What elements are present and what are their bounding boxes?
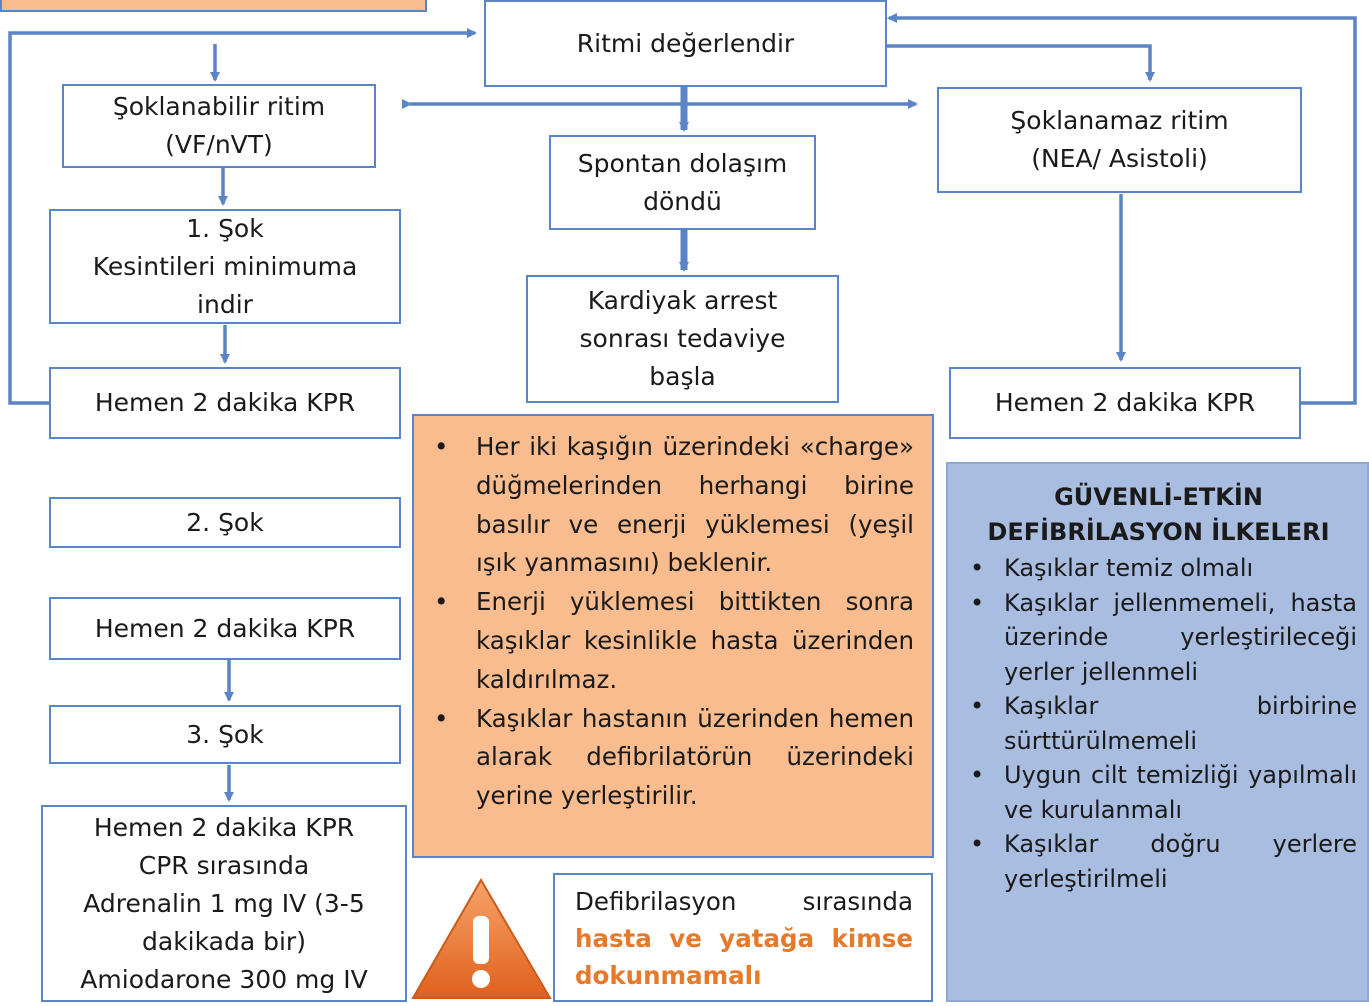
post-arrest-line1: Kardiyak arrest <box>587 286 778 315</box>
cpr-drugs-line2: CPR sırasında <box>138 850 310 880</box>
warning-text-highlight: hasta ve yatağa kimse dokunmamalı <box>575 924 913 990</box>
shockable-rhythm-line2: (VF/nVT) <box>165 130 273 159</box>
arrow-to-soklanamaz <box>884 44 1155 82</box>
nonshockable-rhythm-line1: Şoklanamaz ritim <box>1010 106 1229 135</box>
safety-principles-list: Kaşıklar temiz olmalı Kaşıklar jellenmem… <box>960 551 1357 896</box>
cpr-left-2-box: Hemen 2 dakika KPR <box>49 597 401 660</box>
cpr-left-label: Hemen 2 dakika KPR <box>94 388 356 417</box>
warning-triangle-icon <box>411 878 552 999</box>
first-shock-line1: 1. Şok <box>186 213 264 243</box>
cpr-left-box: Hemen 2 dakika KPR <box>49 367 401 439</box>
safety-title-line1: GÜVENLİ-ETKİN <box>1054 483 1263 511</box>
assess-rhythm-label: Ritmi değerlendir <box>576 28 795 58</box>
first-shock-line3: indir <box>197 289 253 319</box>
safety-title-line2: DEFİBRİLASYON İLKELERI <box>987 517 1330 546</box>
nonshockable-rhythm-line2: (NEA/ Asistoli) <box>1031 144 1208 173</box>
cpr-drugs-line3: Adrenalin 1 mg IV (3-5 <box>83 888 365 918</box>
rosc-line2: döndü <box>643 186 722 216</box>
charge-instructions-list: Her iki kaşığın üzerindeki «charge» düğm… <box>430 428 914 816</box>
shockable-rhythm-box: Şoklanabilir ritim (VF/nVT) <box>62 84 376 168</box>
rosc-box: Spontan dolaşım döndü <box>549 135 816 230</box>
charge-instructions-panel: Her iki kaşığın üzerindeki «charge» düğm… <box>412 414 934 858</box>
list-item: Kaşıklar birbirine sürttürülmemeli <box>960 689 1357 758</box>
post-arrest-line3: başla <box>649 362 716 391</box>
cpr-left-2-label: Hemen 2 dakika KPR <box>94 613 356 643</box>
rosc-line1: Spontan dolaşım <box>577 148 788 178</box>
cpr-drugs-line1: Hemen 2 dakika KPR <box>93 812 355 842</box>
third-shock-label: 3. Şok <box>186 719 264 749</box>
post-arrest-line2: sonrası tedaviye <box>579 324 786 353</box>
safety-principles-title: GÜVENLİ-ETKİN DEFİBRİLASYON İLKELERI <box>960 480 1357 549</box>
first-shock-box: 1. Şok Kesintileri minimuma indir <box>49 209 401 324</box>
loop-right-kpr-to-ritmi <box>887 13 1357 405</box>
cpr-drugs-line5: Amiodarone 300 mg IV <box>80 964 368 994</box>
third-shock-box: 3. Şok <box>49 705 401 764</box>
top-left-panel-edge <box>0 0 427 12</box>
nonshockable-rhythm-box: Şoklanamaz ritim (NEA/ Asistoli) <box>937 87 1302 193</box>
assess-rhythm-box: Ritmi değerlendir <box>484 0 887 87</box>
list-item: Kaşıklar jellenmemeli, hasta üzerinde ye… <box>960 586 1357 690</box>
safety-principles-panel: GÜVENLİ-ETKİN DEFİBRİLASYON İLKELERI Kaş… <box>946 462 1369 1002</box>
warning-text-plain: Defibrilasyon sırasında <box>575 887 913 916</box>
cpr-right-label: Hemen 2 dakika KPR <box>994 388 1256 417</box>
first-shock-line2: Kesintileri minimuma <box>92 251 358 281</box>
loop-left-kpr-to-ritmi <box>8 28 477 405</box>
list-item: Enerji yüklemesi bittikten sonra kaşıkla… <box>430 583 914 699</box>
post-arrest-care-box: Kardiyak arrest sonrası tedaviye başla <box>526 275 839 403</box>
shockable-rhythm-line1: Şoklanabilir ritim <box>112 92 326 121</box>
second-shock-label: 2. Şok <box>186 507 264 537</box>
list-item: Her iki kaşığın üzerindeki «charge» düğm… <box>430 428 914 583</box>
cpr-drugs-box: Hemen 2 dakika KPR CPR sırasında Adrenal… <box>41 805 407 1002</box>
second-shock-box: 2. Şok <box>49 497 401 548</box>
list-item: Kaşıklar hastanın üzerinden hemen alarak… <box>430 700 914 816</box>
cpr-right-box: Hemen 2 dakika KPR <box>949 367 1301 439</box>
list-item: Uygun cilt temizliği yapılmalı ve kurula… <box>960 758 1357 827</box>
cpr-drugs-line4: dakikada bir) <box>142 926 306 956</box>
list-item: Kaşıklar temiz olmalı <box>960 551 1357 586</box>
list-item: Kaşıklar doğru yerlere yerleştirilmeli <box>960 827 1357 896</box>
warning-text-box: Defibrilasyon sırasında hasta ve yatağa … <box>553 873 933 1002</box>
